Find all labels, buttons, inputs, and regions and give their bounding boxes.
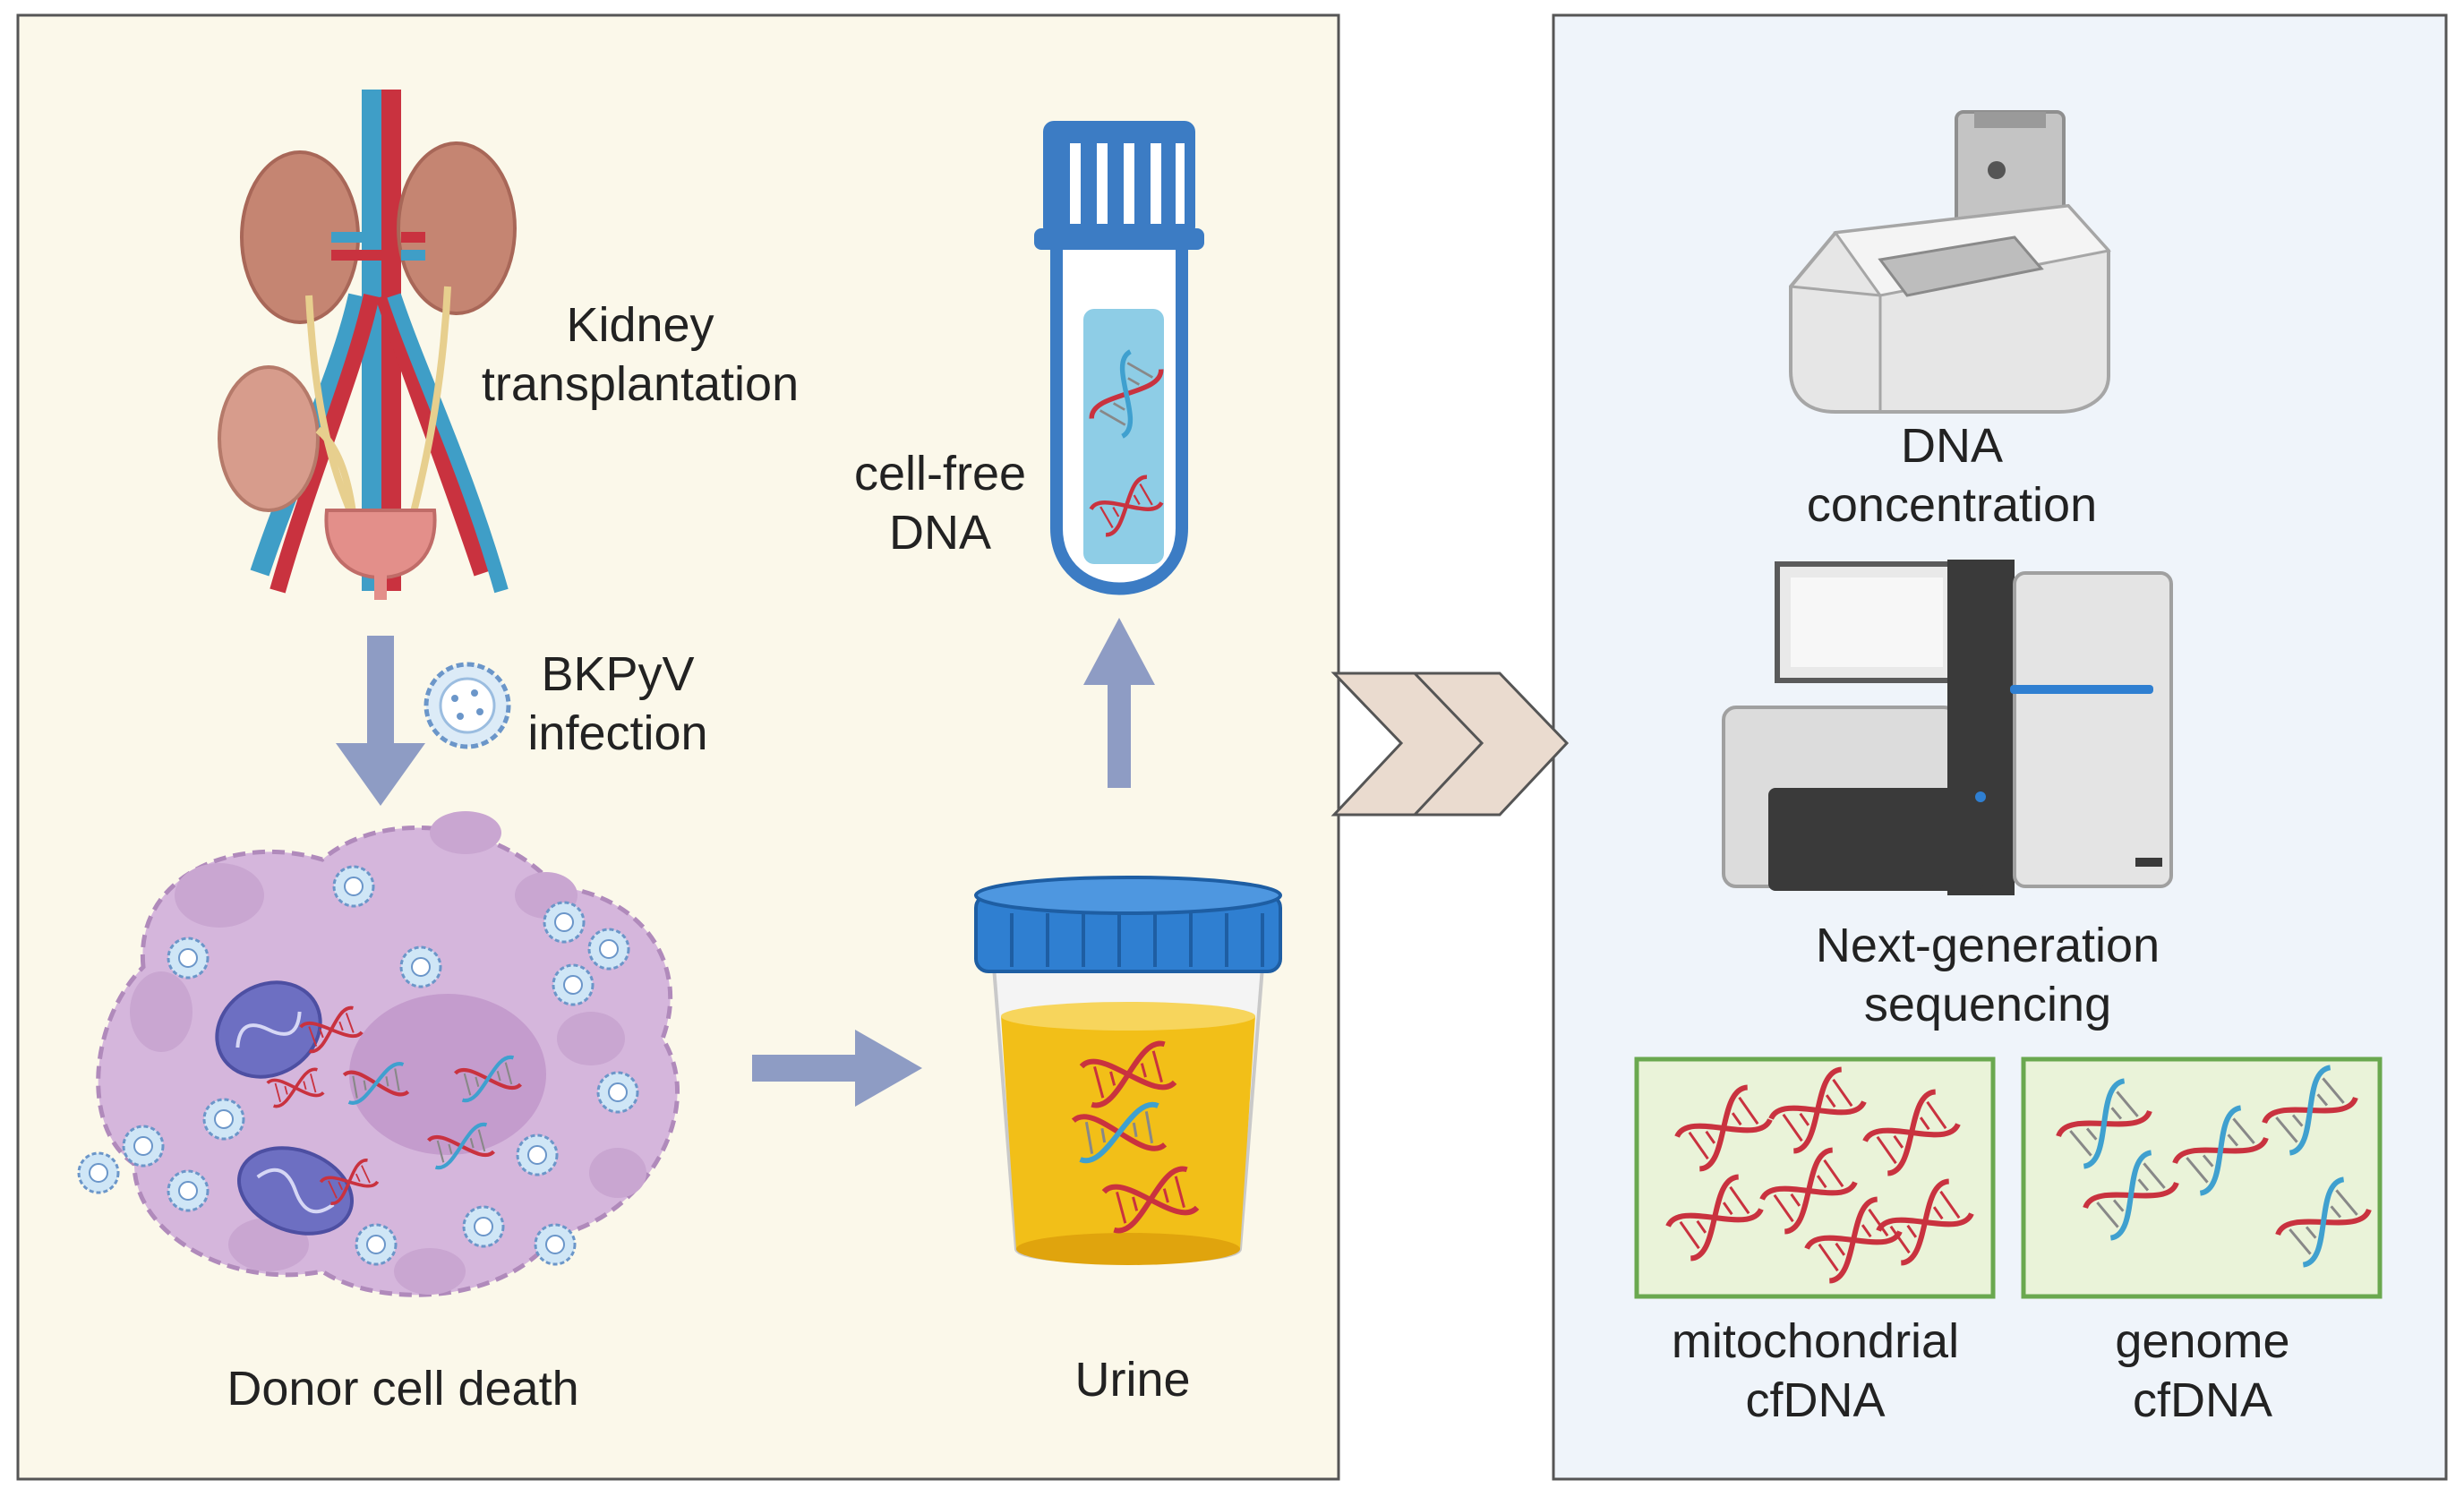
up-arrow (1083, 618, 1155, 788)
down-arrow (336, 636, 425, 806)
dna-concentration-label: DNA concentration (1806, 419, 2098, 532)
test-tube-icon (1034, 121, 1204, 595)
donor-cell-icon (77, 811, 680, 1297)
kidney-transplantation-label: Kidney transplantation (481, 298, 800, 411)
donor-cell-death-label: Donor cell death (227, 1362, 579, 1416)
bkpyv-infection-label: BKPyV infection (527, 647, 708, 760)
process-chevron (1330, 672, 1570, 817)
urinary-system-icon (218, 90, 517, 600)
dna-quantifier-icon (1789, 110, 2111, 414)
urine-label: Urine (1074, 1353, 1191, 1407)
right-arrow (752, 1030, 922, 1107)
genome-cfdna-box (2021, 1056, 2383, 1299)
cell-free-dna-label: cell-free DNA (853, 447, 1027, 560)
genome-cfdna-label: genome cfDNA (2115, 1314, 2290, 1427)
mito-cfdna-box (1634, 1056, 1996, 1299)
sequencer-icon (1722, 560, 2173, 895)
urine-cup-icon (974, 876, 1282, 1265)
mitochondrial-cfdna-label: mitochondrial cfDNA (1671, 1314, 1960, 1427)
ngs-label: Next-generation sequencing (1815, 919, 2160, 1031)
virus-icon (424, 662, 511, 749)
